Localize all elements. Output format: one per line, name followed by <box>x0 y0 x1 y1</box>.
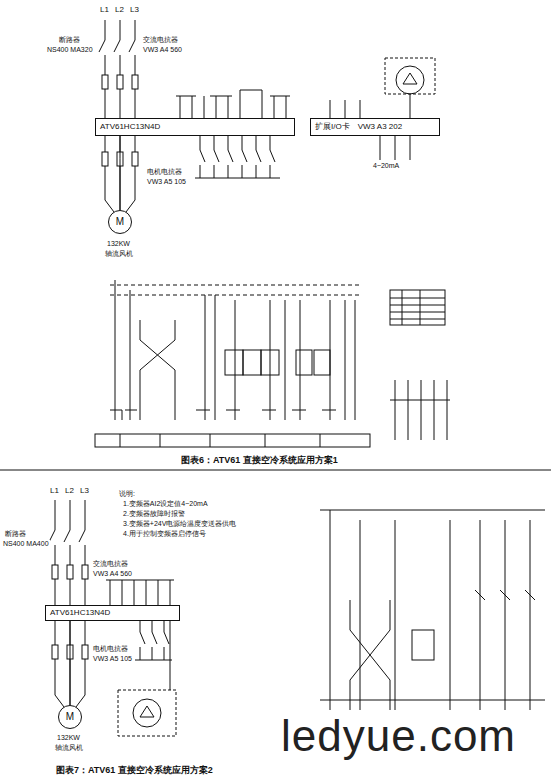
label: 4~20mA <box>372 162 400 170</box>
label: 132KW <box>106 240 131 248</box>
node-text: 扩展I/O卡 <box>315 123 350 131</box>
node-text: M <box>116 217 124 228</box>
label: L3 <box>79 487 90 496</box>
connector <box>120 136 121 210</box>
connector <box>70 621 71 705</box>
label: VW3 A4 560 <box>142 46 183 54</box>
drive-box: ATV61HC13N4D <box>45 605 180 621</box>
label: 交流电抗器 <box>92 560 129 568</box>
motor-circle: M <box>58 705 82 729</box>
label: NS400 MA320 <box>46 46 94 54</box>
label: VW3 A5 105 <box>92 655 133 663</box>
label: VW3 A4 560 <box>92 570 133 578</box>
divider <box>0 470 551 471</box>
label: 3.变频器+24V电源给温度变送器供电 <box>122 520 237 528</box>
label: 说明: <box>118 490 136 498</box>
motor-circle: M <box>108 210 132 234</box>
label: VW3 A5 105 <box>146 178 187 186</box>
figure-caption: 图表6：ATV61 直接空冷系统应用方案1 <box>180 456 339 466</box>
top-power-wiring <box>99 20 435 212</box>
bottom-control-ladder <box>320 510 545 710</box>
label: 交流电抗器 <box>142 36 179 44</box>
label: 电机电抗器 <box>146 168 183 176</box>
label: 2.变频器故障时报警 <box>122 510 186 518</box>
label: 4.用于控制变频器启停信号 <box>122 530 207 538</box>
node-text: ATV61HC13N4D <box>100 123 160 131</box>
label: 轴流风机 <box>54 744 84 752</box>
label: L1 <box>99 6 110 15</box>
label: 轴流风机 <box>104 250 134 258</box>
figure-caption: 图表7：ATV61 直接空冷系统应用方案2 <box>55 766 214 776</box>
label: L3 <box>129 6 140 15</box>
label: L1 <box>49 487 60 496</box>
label: 电机电抗器 <box>92 645 129 653</box>
label: 断路器 <box>58 36 81 44</box>
node-text: ATV61HC13N4D <box>50 609 110 617</box>
io-card-box: 扩展I/O卡 VW3 A3 202 <box>310 118 440 136</box>
label: 1.变频器AI2设定值4~20mA <box>122 500 209 508</box>
label: L2 <box>114 6 125 15</box>
label: NS400 MA400 <box>2 540 50 548</box>
label: 断路器 <box>4 530 27 538</box>
node-text: M <box>66 712 74 723</box>
drive-box: ATV61HC13N4D <box>95 118 295 136</box>
top-control-ladder <box>95 280 450 447</box>
node-text: VW3 A3 202 <box>358 123 402 131</box>
label: L2 <box>64 487 75 496</box>
watermark: ledyue.com <box>280 712 517 760</box>
label: 132KW <box>56 734 81 742</box>
